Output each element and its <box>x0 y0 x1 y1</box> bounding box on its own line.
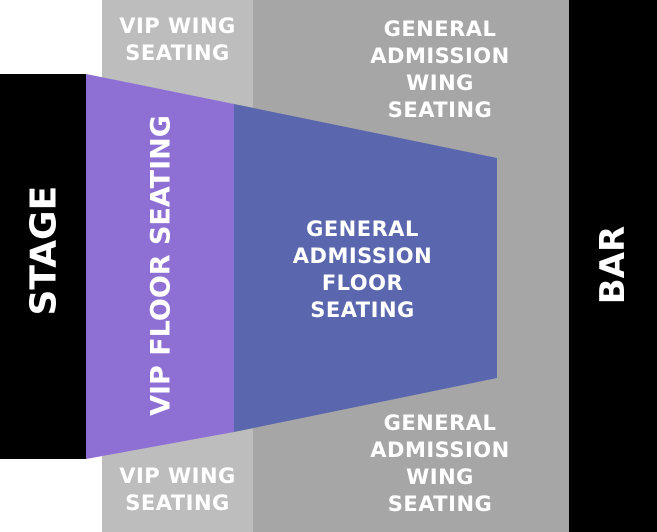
bar <box>569 0 657 532</box>
ga-wing-bottom-label: GENERAL ADMISSION WING SEATING <box>370 411 510 516</box>
vip-wing-bottom-label: VIP WING SEATING <box>119 464 236 515</box>
ga-floor-seating-area <box>234 104 497 432</box>
vip-floor-label: VIP FLOOR SEATING <box>145 115 177 416</box>
vip-floor-seating-area <box>86 74 234 459</box>
ga-wing-top-label: GENERAL ADMISSION WING SEATING <box>370 17 510 122</box>
ga-floor-label: GENERAL ADMISSION FLOOR SEATING <box>292 217 433 322</box>
vip-wing-top-label: VIP WING SEATING <box>119 14 236 65</box>
stage <box>0 74 86 459</box>
